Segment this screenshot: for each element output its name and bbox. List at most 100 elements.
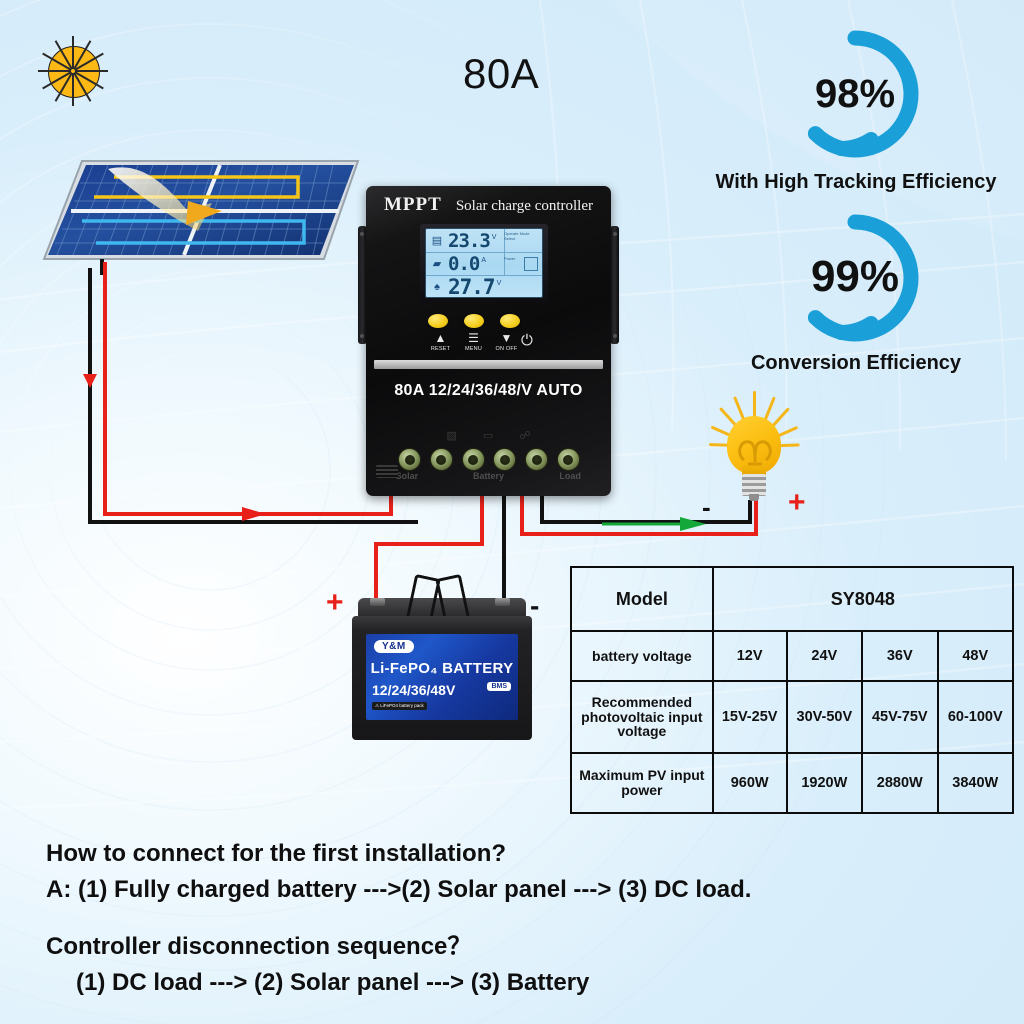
menu-icon: ☰ [468, 331, 479, 345]
up-triangle-icon: ▲ [434, 331, 447, 345]
battery-title: Li-FePO₄ BATTERY [370, 660, 514, 677]
bulb-screw-base [742, 474, 766, 496]
spec-cell-1-2: 45V-75V [861, 680, 939, 754]
battery-positive-post [370, 598, 385, 606]
brand-mppt: MPPT [384, 194, 442, 215]
instruction-line-4: (1) DC load ---> (2) Solar panel ---> (3… [76, 969, 590, 997]
menu-button[interactable] [464, 314, 484, 328]
lcd-indicator-box [524, 257, 538, 271]
onoff-label-group: ▼ ON OFF [490, 332, 523, 352]
button-label-row: ▲ RESET ☰ MENU ▼ ON OFF [424, 332, 550, 352]
spec-cell-0-0: 12V [711, 630, 788, 682]
reset-label-group: ▲ RESET [424, 332, 457, 352]
solar-panel-icon: ▰ [432, 258, 442, 270]
terminal-load-negative[interactable] [556, 448, 580, 471]
badge-value: 98% [814, 72, 896, 116]
progress-ring-icon [807, 214, 919, 342]
lcd-battery-unit: V [491, 234, 497, 241]
spec-row-label-1: Recommended photovoltaic input voltage [570, 680, 714, 754]
battery-terminal-icon: ▭ [482, 430, 494, 442]
lifepo4-battery: Y&M Li-FePO₄ BATTERY 12/24/36/48V BMS ⚠ … [352, 573, 532, 744]
reset-button[interactable] [428, 314, 448, 328]
menu-label-group: ☰ MENU [457, 332, 490, 352]
wire-panel-negative-vertical [88, 268, 92, 524]
solar-panel-illustration [42, 160, 360, 275]
wire-battery-positive-connector [374, 542, 378, 604]
instruction-line-3: Controller disconnection sequence？ [46, 932, 472, 960]
controller-divider-strip [374, 360, 603, 369]
instruction-line-2: A: (1) Fully charged battery --->(2) Sol… [46, 876, 752, 904]
lcd-mode-label: Operate Mode Select [504, 231, 530, 242]
terminal-battery-negative[interactable] [493, 448, 517, 471]
spec-row-label-2: Maximum PV input power [570, 752, 714, 814]
battery-warning-strip: ⚠ LiFePO4 battery pack [372, 702, 427, 710]
battery-minus-mark: - [530, 590, 540, 621]
wire-load-negative-horizontal [540, 520, 752, 524]
battery-bms-badge: BMS [487, 682, 511, 691]
progress-ring-icon [807, 30, 919, 158]
page-title: 80A [463, 50, 540, 97]
button-row [428, 314, 538, 328]
lcd-load-value: 27.7 [448, 274, 496, 298]
solar-charge-controller[interactable]: MPPT Solar charge controller Operate Mod… [358, 186, 619, 496]
spec-cell-1-0: 15V-25V [711, 680, 788, 754]
table-row: Maximum PV input power 960W 1920W 2880W … [570, 752, 1014, 814]
bulb-plus-mark: + [788, 486, 806, 519]
terminal-solar-negative[interactable] [429, 448, 453, 471]
bulb-filament-icon [738, 440, 772, 466]
terminal-block [398, 448, 580, 471]
down-triangle-icon: ▼ [500, 331, 513, 345]
lcd-battery-value: 23.3 [448, 229, 491, 252]
lcd-display[interactable]: Operate Mode Select Power ▤ 23.3 V ▰ 0.0… [425, 228, 543, 298]
spec-header-value: SY8048 [711, 566, 1015, 632]
battery-voltage: 12/24/36/48V [372, 682, 456, 698]
instruction-line-1: How to connect for the first installatio… [46, 840, 507, 867]
lcd-row-load: ♠ 27.7 V [426, 275, 542, 298]
brand-subtitle: Solar charge controller [455, 198, 593, 214]
dc-load-bulb [700, 391, 808, 516]
battery-brand: Y&M [374, 640, 414, 653]
terminal-load-positive[interactable] [525, 448, 549, 471]
spec-cell-2-1: 1920W [785, 752, 864, 814]
bulb-minus-mark: - [702, 492, 711, 522]
current-arrow-right-icon [172, 507, 266, 521]
spec-header-label: Model [570, 566, 714, 632]
onoff-button[interactable] [500, 314, 520, 328]
badge-value: 99% [810, 252, 900, 301]
wire-load-negative-bulb-riser [748, 500, 752, 522]
controller-model-line: 80A 12/24/36/48/V AUTO [394, 382, 583, 399]
heatsink-fins [376, 465, 398, 478]
badge-caption: With High Tracking Efficiency [715, 171, 997, 193]
battery-negative-post [495, 598, 510, 606]
reset-label: RESET [430, 346, 451, 352]
lcd-row-solar: ▰ 0.0 A [426, 252, 542, 275]
mounting-ear-left [358, 226, 367, 344]
sun-beam-icon [108, 167, 212, 231]
load-terminal-icon: ☍ [519, 430, 531, 442]
terminal-battery-positive[interactable] [461, 448, 485, 471]
spec-cell-2-0: 960W [711, 752, 788, 814]
terminal-label-load: Load [559, 471, 581, 481]
spec-cell-2-3: 3840W [936, 752, 1014, 814]
bulb-tip [749, 494, 759, 501]
wire-panel-positive-vertical [103, 262, 107, 516]
power-icon: ⏻ [521, 332, 533, 349]
spec-cell-0-3: 48V [936, 630, 1014, 682]
wire-load-positive-riser-left [520, 496, 524, 534]
wire-load-positive-riser-right [754, 496, 758, 534]
terminal-label-battery: Battery [473, 471, 505, 481]
spec-cell-2-2: 2880W [861, 752, 939, 814]
sun-icon [36, 34, 110, 108]
solar-terminal-icon: ▨ [446, 430, 457, 442]
wire-battery-positive-horizontal [374, 542, 484, 546]
instructions-block: How to connect for the first installatio… [46, 836, 976, 1002]
wire-panel-negative-horizontal [88, 520, 418, 524]
badge-caption: Conversion Efficiency [750, 352, 962, 374]
spec-row-label-0: battery voltage [570, 630, 714, 682]
spec-cell-1-1: 30V-50V [785, 680, 864, 754]
lcd-power-label: Power [504, 256, 516, 261]
spec-cell-0-1: 24V [785, 630, 864, 682]
terminal-solar-positive[interactable] [398, 448, 421, 471]
onoff-label: ON OFF [495, 346, 518, 352]
